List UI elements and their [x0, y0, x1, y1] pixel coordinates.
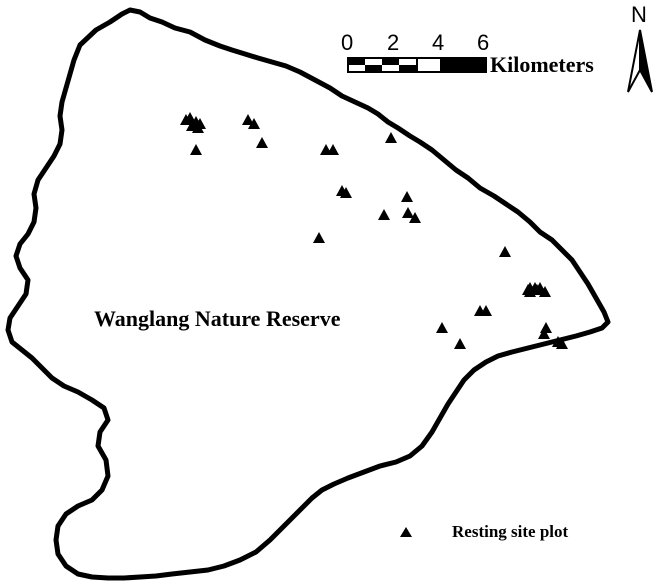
resting-site-marker — [256, 137, 268, 148]
scale-tick-label: 0 — [341, 30, 353, 55]
scale-tick-label: 2 — [387, 30, 399, 55]
north-arrow: N — [627, 2, 653, 93]
resting-site-marker — [180, 114, 192, 125]
resting-site-marker — [454, 338, 466, 349]
scale-unit-label: Kilometers — [490, 52, 594, 77]
resting-site-marker — [540, 322, 552, 333]
scale-bar: 0 2 4 6 Kilometers — [341, 30, 594, 77]
north-arrow-icon — [627, 29, 653, 93]
scale-segment — [365, 65, 382, 72]
resting-site-marker — [242, 114, 254, 125]
legend-triangle-icon — [400, 527, 412, 537]
north-label: N — [631, 2, 647, 27]
resting-site-marker — [194, 118, 206, 129]
resting-site-marker — [538, 328, 550, 339]
resting-site-marker — [556, 338, 568, 349]
resting-site-marker — [248, 118, 260, 129]
resting-site-marker — [378, 209, 390, 220]
scale-segment — [382, 58, 399, 65]
scale-segment — [440, 58, 486, 72]
resting-site-marker — [340, 187, 352, 198]
reserve-name-label: Wanglang Nature Reserve — [94, 306, 341, 331]
resting-site-marker — [401, 191, 413, 202]
resting-site-marker — [480, 305, 492, 316]
legend: Resting site plot — [400, 522, 569, 541]
scale-tick-label: 6 — [477, 30, 489, 55]
resting-site-marker — [524, 286, 536, 297]
legend-label: Resting site plot — [452, 522, 569, 541]
scale-segment — [348, 58, 365, 65]
resting-sites-layer — [180, 112, 568, 349]
resting-site-marker — [402, 207, 414, 218]
scale-tick-label: 4 — [432, 30, 444, 55]
resting-site-marker — [190, 144, 202, 155]
scale-segment — [399, 65, 416, 72]
resting-site-marker — [313, 232, 325, 243]
resting-site-marker — [531, 284, 543, 295]
reserve-boundary — [5, 7, 611, 581]
resting-site-marker — [409, 212, 421, 223]
resting-site-marker — [327, 144, 339, 155]
resting-site-marker — [385, 132, 397, 143]
resting-site-marker — [436, 322, 448, 333]
resting-site-marker — [499, 246, 511, 257]
